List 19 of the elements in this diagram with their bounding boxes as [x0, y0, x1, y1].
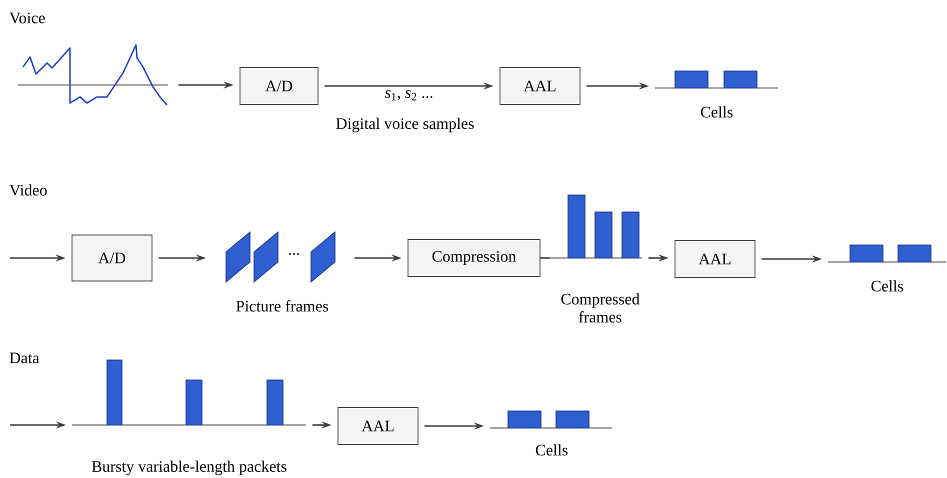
process-box: AAL [674, 240, 756, 278]
node-label: Cells [536, 444, 568, 456]
ellipsis: ... [289, 253, 299, 255]
node-label: Picture frames [236, 300, 328, 312]
process-box: AAL [338, 407, 418, 445]
node-label: Cells [700, 106, 733, 118]
process-box: Compression [408, 239, 540, 277]
node-label: Cells [871, 280, 904, 292]
edge-label: s$_{1}$, s$_{2}$ ... [384, 90, 432, 100]
row-heading: Voice [9, 12, 45, 24]
row-heading: Video [9, 184, 47, 196]
caption: Digital voice samples [336, 118, 474, 132]
process-box: A/D [72, 234, 152, 282]
row-heading: Data [10, 352, 40, 364]
node-label: Compressed frames [561, 293, 640, 322]
node-label: Bursty variable-length packets [92, 460, 286, 476]
process-box: A/D [240, 67, 318, 105]
waveform-drawing [18, 44, 168, 106]
process-box: AAL [500, 67, 580, 105]
